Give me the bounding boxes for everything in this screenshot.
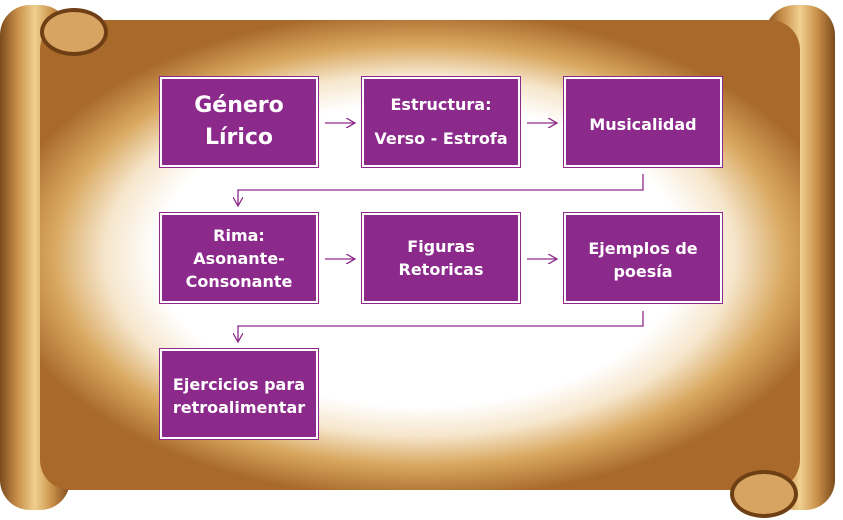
node-musicalidad: Musicalidad: [563, 76, 723, 168]
node-label: Estructura:: [390, 95, 492, 114]
node-label: Rima:: [213, 225, 265, 245]
node-label: retroalimentar: [172, 398, 306, 417]
node-label: Retoricas: [398, 260, 484, 279]
scroll-curl-top: [40, 8, 108, 56]
node-label: Figuras: [407, 237, 475, 256]
node-label: Ejemplos de: [588, 239, 698, 258]
node-label: Verso - Estrofa: [374, 129, 508, 148]
node-label: Género: [194, 93, 284, 118]
node-label: Musicalidad: [589, 115, 697, 134]
arrow-musicalidad-rima: [238, 174, 644, 206]
node-label: poesía: [613, 262, 673, 281]
node-label: Consonante: [185, 271, 293, 291]
node-label: Ejercicios para: [172, 375, 306, 394]
scroll-curl-bottom: [730, 470, 798, 518]
node-label: Asonante-: [193, 248, 285, 268]
arrow-ejemplos-ejercicios: [238, 311, 644, 342]
node-estructura: Estructura: Verso - Estrofa: [361, 76, 521, 168]
node-label: Lírico: [204, 125, 274, 150]
node-ejercicios: Ejercicios para retroalimentar: [159, 348, 319, 440]
node-ejemplos-poesia: Ejemplos de poesía: [563, 212, 723, 304]
node-rima: Rima: Asonante- Consonante: [159, 212, 319, 304]
